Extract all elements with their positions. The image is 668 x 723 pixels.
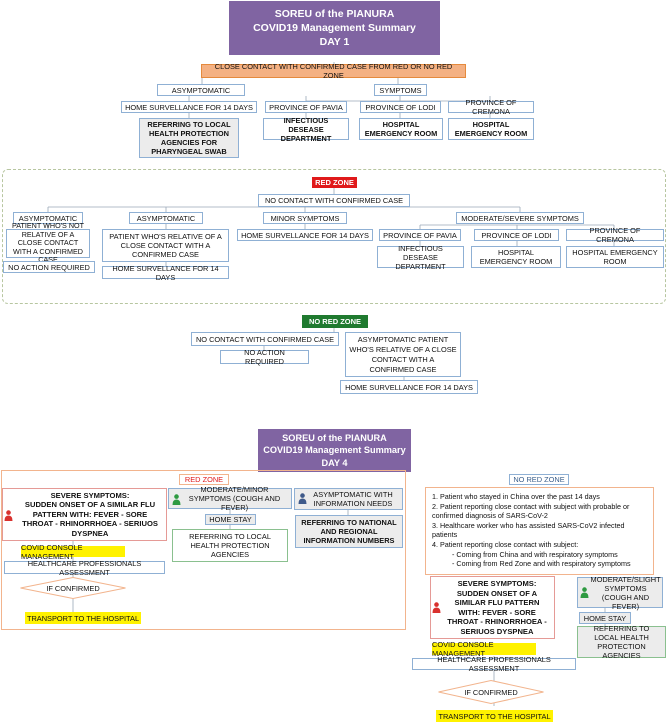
day4-rz-hcp-assessment: HEALTHCARE PROFESSIONALS ASSESSMENT: [4, 559, 165, 577]
person-red-icon: [4, 510, 13, 521]
day1-rz-province-lodi: PROVINCE OF LODI: [474, 229, 559, 241]
day4-no-red-zone-tag: NO RED ZONE: [509, 474, 569, 485]
criteria-item-4b: - Coming from Red Zone and with respirat…: [452, 559, 631, 569]
day4-rz-severe-body: SUDDEN ONSET OF A SIMILAR FLU PATTERN WI…: [22, 500, 158, 538]
day1-rz-province-pavia: PROVINCE OF PAVIA: [379, 229, 461, 241]
day1-rz-province-cremona: PROVINCE OF CREMONA: [566, 226, 664, 244]
day4-title-line2: COVID19 Management Summary: [263, 445, 406, 456]
day1-nrz-no-contact: NO CONTACT WITH CONFIRMED CASE: [191, 332, 339, 346]
day1-symptoms: SYMPTOMS: [374, 84, 427, 96]
criteria-item-2: 2. Patient reporting close contact with …: [432, 501, 630, 521]
day1-rz-no-action: NO ACTION REQUIRED: [3, 261, 95, 273]
day1-title: SOREU of the PIANURA COVID19 Management …: [229, 1, 440, 55]
day4-rz-severe-box: SEVERE SYMPTOMS: SUDDEN ONSET OF A SIMIL…: [2, 488, 167, 541]
day1-nrz-no-action: NO ACTION REQUIRED: [220, 348, 309, 366]
day1-province-lodi: PROVINCE OF LODI: [360, 101, 441, 113]
day1-red-zone-tag: RED ZONE: [312, 177, 357, 188]
day4-nrz-hcp-assessment: HEALTHCARE PROFESSIONALS ASSESSMENT: [412, 655, 576, 673]
day1-red-zone-area: [2, 169, 666, 304]
day4-nrz-if-confirmed: IF CONFIRMED: [464, 687, 518, 697]
day4-nrz-transport: TRANSPORT TO THE HOSPITAL: [436, 710, 553, 722]
person-red-icon: [432, 602, 441, 613]
day1-title-line2: COVID19 Management Summary: [253, 22, 416, 34]
day4-red-zone-panel: [1, 470, 406, 630]
day4-rz-home-stay: HOME STAY: [205, 514, 256, 525]
criteria-item-4a: - Coming from China and with respiratory…: [452, 549, 618, 559]
day1-hospital-er-lodi: HOSPITAL EMERGENCY ROOM: [359, 118, 443, 140]
day1-referring-local: REFERRING TO LOCAL HEALTH PROTECTION AGE…: [139, 118, 239, 158]
day1-rz-asymptomatic-b: ASYMPTOMATIC: [129, 212, 203, 224]
day4-rz-moderate-minor: MODERATE/MINOR SYMPTOMS (COUGH AND FEVER…: [168, 485, 292, 512]
criteria-item-4: 4. Patient reporting close contact with …: [432, 539, 579, 549]
day1-province-cremona: PROVINCE OF CREMONA: [448, 98, 534, 116]
day4-rz-if-confirmed: IF CONFIRMED: [46, 583, 100, 593]
day1-asymptomatic: ASYMPTOMATIC: [157, 84, 245, 96]
day4-nrz-referring-local: REFERRING TO LOCAL HEALTH PROTECTION AGE…: [577, 624, 666, 660]
day4-red-zone-tag: RED ZONE: [179, 474, 229, 485]
day1-rz-infectious-dept: INFECTIOUS DESEASE DEPARTMENT: [377, 244, 464, 271]
day1-nrz-asymptomatic-patient: ASYMPTOMATIC PATIENT WHO'S RELATIVE OF A…: [345, 332, 461, 377]
close-contact-banner: CLOSE CONTACT WITH CONFIRMED CASE FROM R…: [201, 62, 466, 80]
day4-title: SOREU of the PIANURA COVID19 Management …: [258, 429, 411, 472]
person-blue-icon: [298, 493, 307, 504]
day1-rz-minor-symptoms: MINOR SYMPTOMS: [263, 212, 347, 224]
day1-hospital-er-cremona: HOSPITAL EMERGENCY ROOM: [448, 118, 534, 140]
day4-rz-covid-console: COVID CONSOLE MANAGEMENT: [21, 543, 125, 561]
day1-rz-patient-not-relative: PATIENT WHO'S NOT RELATIVE OF A CLOSE CO…: [6, 221, 90, 264]
criteria-item-3: 3. Healthcare worker who has assisted SA…: [432, 520, 625, 540]
day4-rz-transport: TRANSPORT TO THE HOSPITAL: [25, 612, 141, 624]
day1-no-red-zone-tag: NO RED ZONE: [302, 315, 368, 328]
day4-title-line3: DAY 4: [321, 457, 348, 468]
day4-nrz-covid-console: COVID CONSOLE MANAGEMENT: [432, 640, 536, 658]
day1-rz-moderate-severe: MODERATE/SEVERE SYMPTOMS: [456, 212, 584, 224]
day1-title-line3: DAY 1: [319, 36, 350, 48]
day1-title-line1: SOREU of the PIANURA: [274, 8, 395, 20]
day1-nrz-home-surveillance: HOME SURVELLANCE FOR 14 DAYS: [340, 380, 478, 394]
day4-title-line1: SOREU of the PIANURA: [282, 432, 387, 443]
day4-rz-decision-diamond: [20, 577, 126, 599]
day4-rz-asymptomatic-info: ASYMPTOMATIC WITH INFORMATION NEEDS: [294, 488, 403, 510]
day4-rz-severe-title: SEVERE SYMPTOMS:: [50, 490, 130, 500]
person-green-icon: [172, 494, 181, 505]
day4-rz-referring-local: REFERRING TO LOCAL HEALTH PROTECTION AGE…: [172, 529, 288, 562]
day1-rz-home-surveillance-minor: HOME SURVELLANCE FOR 14 DAYS: [237, 229, 373, 241]
day4-nrz-criteria-list: 1. Patient who stayed in China over the …: [425, 487, 654, 575]
day1-rz-asymptomatic-a: ASYMPTOMATIC: [13, 212, 83, 224]
day1-infectious-dept: INFECTIOUS DESEASE DEPARTMENT: [263, 116, 349, 143]
day1-rz-no-contact: NO CONTACT WITH CONFIRMED CASE: [258, 194, 410, 207]
day1-rz-hospital-er-cremona: HOSPITAL EMERGENCY ROOM: [566, 246, 664, 268]
day4-nrz-moderate-slight: MODERATE/SLIGHT SYMPTOMS (COUGH AND FEVE…: [577, 575, 663, 611]
person-green-icon: [580, 587, 589, 598]
day1-province-pavia: PROVINCE OF PAVIA: [265, 101, 347, 113]
day1-rz-hospital-er-lodi: HOSPITAL EMERGENCY ROOM: [471, 246, 561, 268]
day1-rz-patient-relative: PATIENT WHO'S RELATIVE OF A CLOSE CONTAC…: [102, 229, 229, 262]
day4-nrz-home-stay: HOME STAY: [579, 612, 631, 624]
day4-nrz-severe-body: SUDDEN ONSET OF A SIMILAR FLU PATTERN WI…: [447, 588, 547, 636]
day4-nrz-decision-diamond: [438, 680, 544, 704]
day1-home-surveillance: HOME SURVELLANCE FOR 14 DAYS: [121, 101, 257, 113]
day4-nrz-severe-box: SEVERE SYMPTOMS: SUDDEN ONSET OF A SIMIL…: [430, 576, 555, 639]
day4-nrz-severe-title: SEVERE SYMPTOMS:: [457, 579, 537, 588]
criteria-item-1: 1. Patient who stayed in China over the …: [432, 492, 600, 501]
day1-rz-home-surveillance-relative: HOME SURVELLANCE FOR 14 DAYS: [102, 264, 229, 282]
day4-rz-referring-national: REFERRING TO NATIONAL AND REGIONAL INFOR…: [295, 515, 403, 548]
